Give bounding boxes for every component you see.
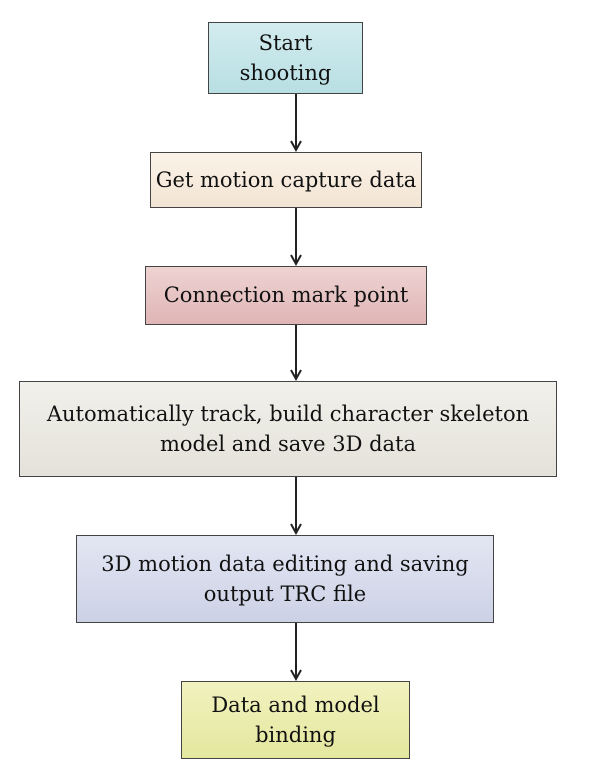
step-label-line: output TRC file <box>203 582 367 606</box>
step-label-line: Data and model <box>211 692 380 717</box>
step-data-model-binding: Data and model binding <box>181 681 410 759</box>
step-label-line: shooting <box>239 61 332 85</box>
step-label-line: 3D motion data editing and saving <box>101 551 469 576</box>
step-label-line: Connection mark point <box>163 283 409 308</box>
step-label-line: Start <box>258 30 313 55</box>
step-label-line: Automatically track, build character ske… <box>46 401 530 426</box>
step-connection-mark-point: Connection mark point <box>145 266 427 325</box>
step-label-line: Get motion capture data <box>155 167 417 192</box>
step-start-shooting: Start shooting <box>208 22 363 94</box>
step-label-line: binding <box>255 723 336 747</box>
step-automatic-tracking: Automatically track, build character ske… <box>19 381 557 477</box>
step-3d-motion-data-editing: 3D motion data editing and saving output… <box>76 535 494 623</box>
step-get-motion-capture-data: Get motion capture data <box>150 152 422 208</box>
step-label-line: model and save 3D data <box>159 432 417 456</box>
